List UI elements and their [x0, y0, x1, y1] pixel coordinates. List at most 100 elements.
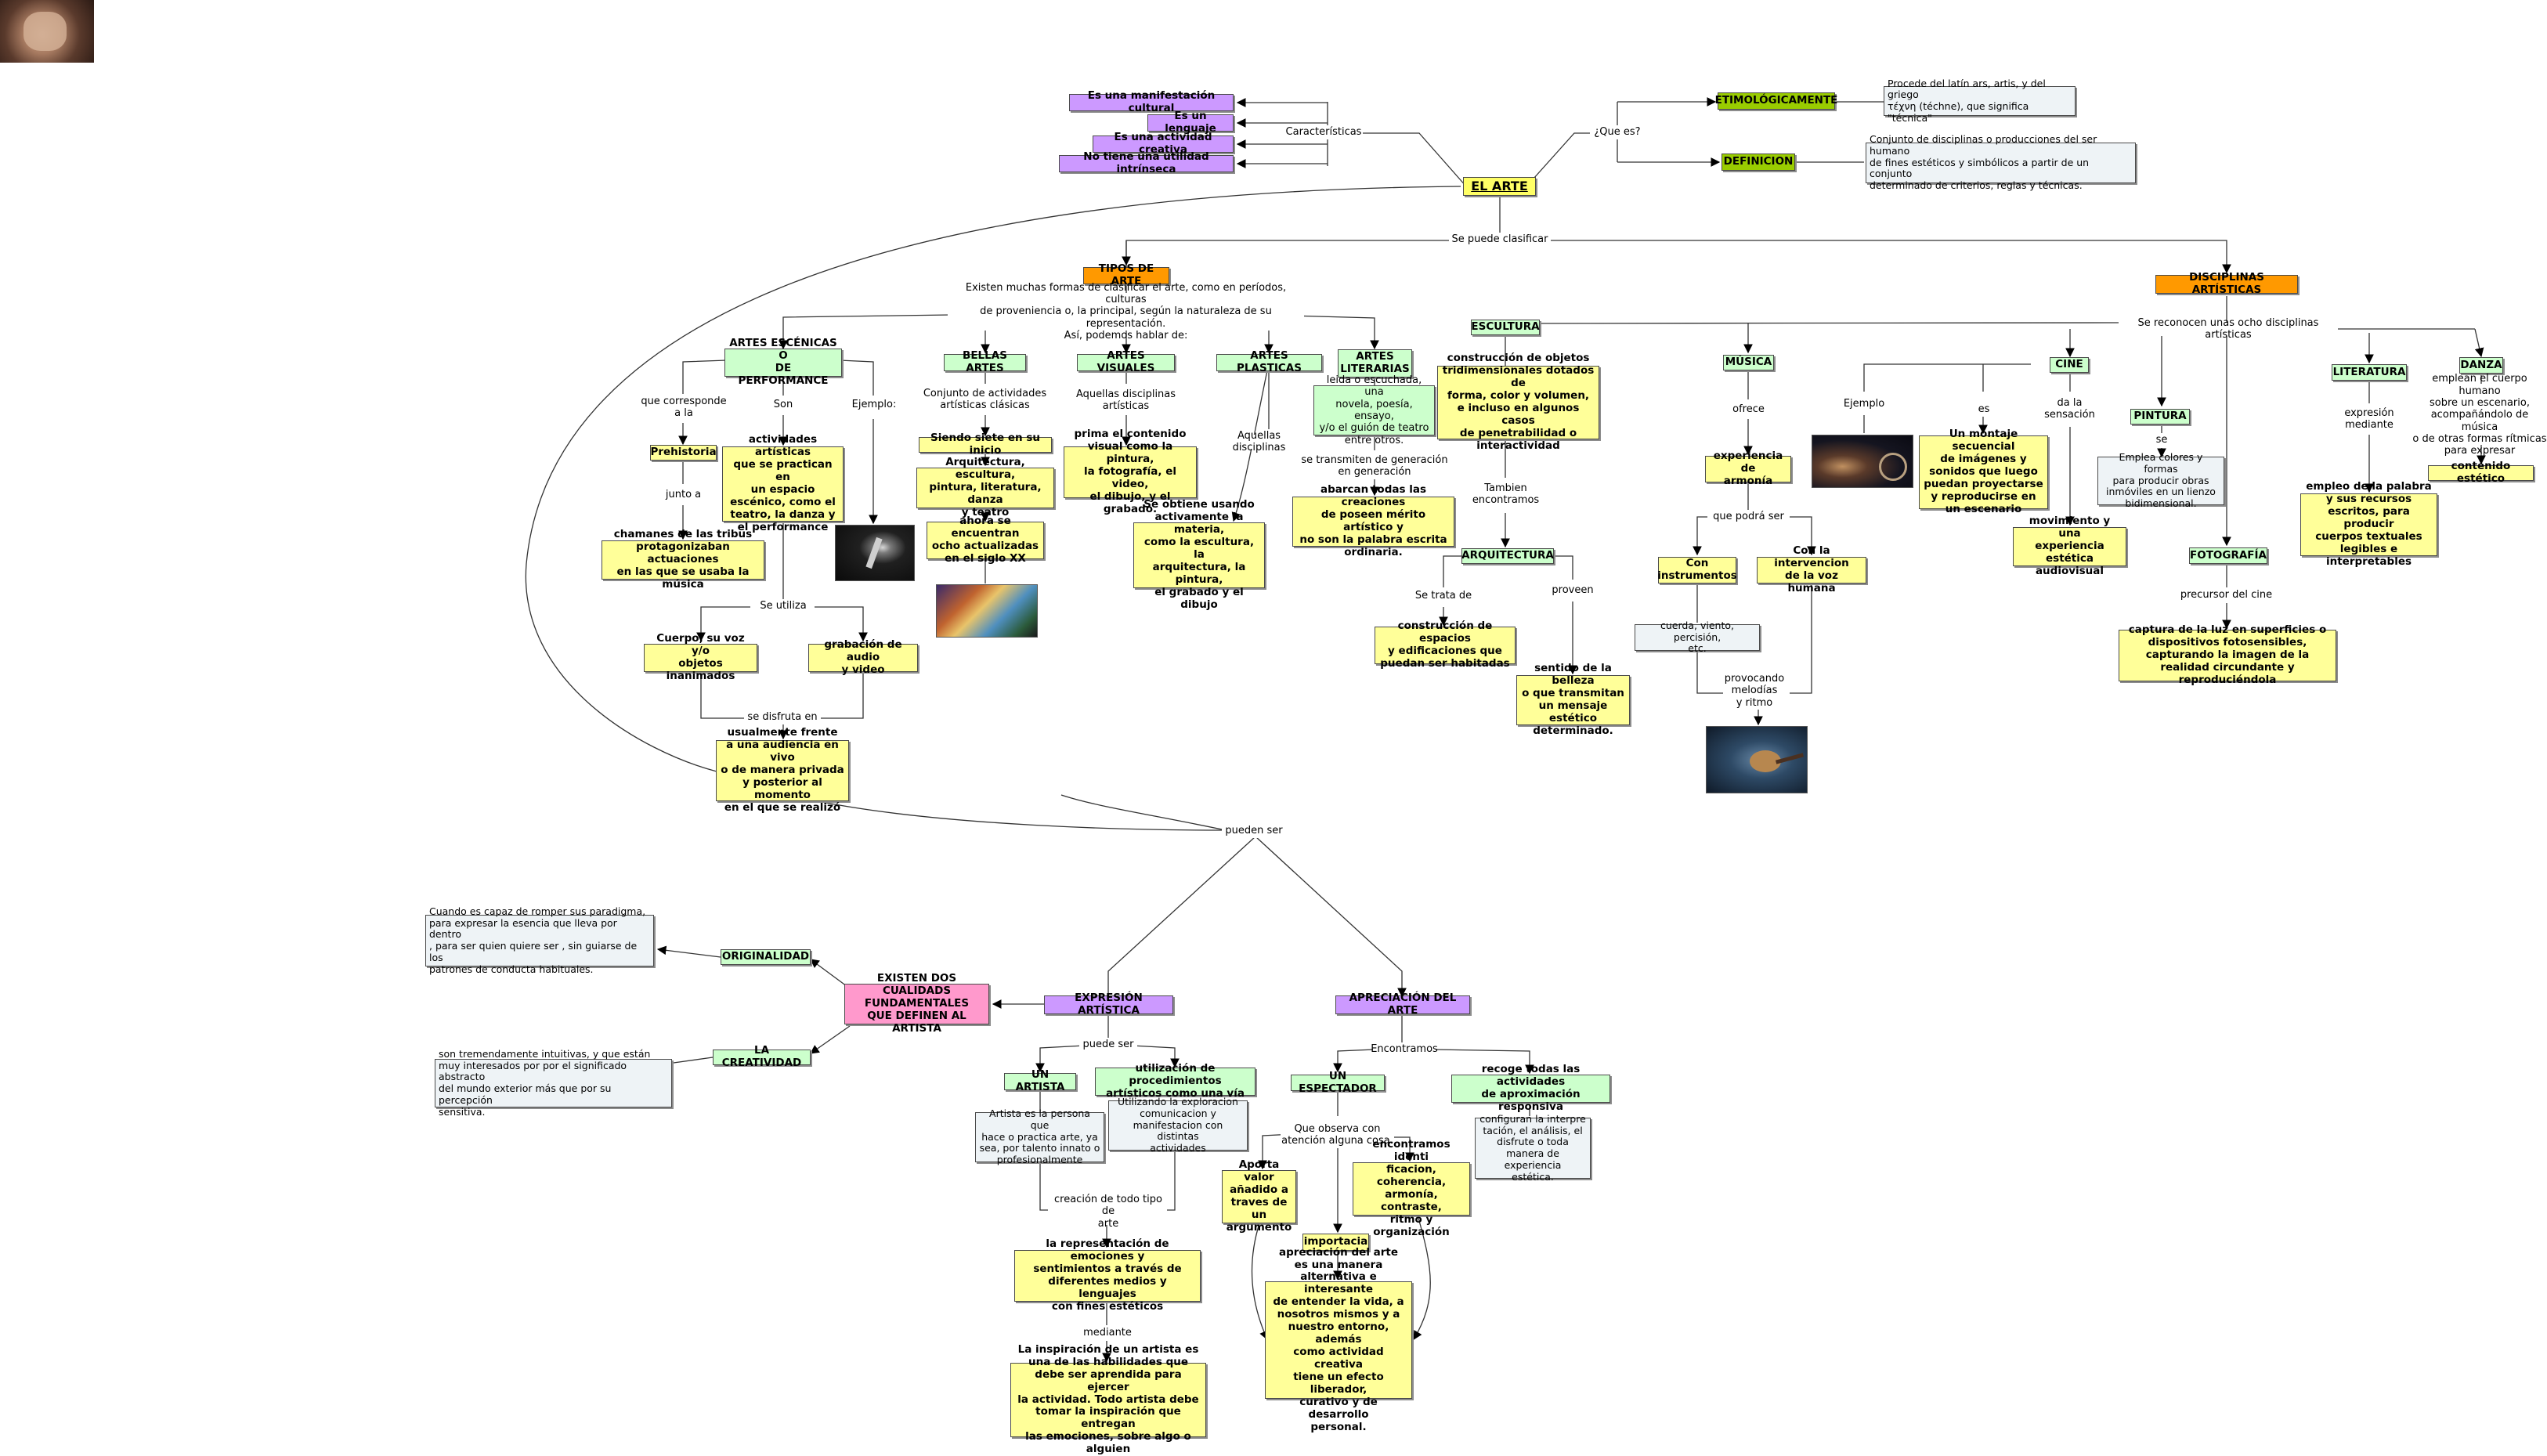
- junto-a-label: junto a: [658, 488, 709, 502]
- caracteristica-4[interactable]: No tiene una utilidad intrínseca: [1059, 150, 1234, 175]
- se-puede-clasificar-label: Se puede clasificar: [1449, 233, 1551, 247]
- tipos-intro: Existen muchas formas de clasificar el a…: [948, 282, 1304, 341]
- fotografia-node[interactable]: FOTOGRAFÍA: [2189, 547, 2267, 564]
- podra-ser-label: que podrá ser: [1707, 510, 1790, 524]
- disciplinas-artisticas-node[interactable]: DISCIPLINAS ARTÍSTICAS: [2155, 271, 2298, 296]
- prehistoria-node[interactable]: Prehistoria: [650, 445, 717, 461]
- da-sensacion-label: da la sensación: [2040, 396, 2099, 422]
- inspiracion-node[interactable]: La inspiración de un artista es una de l…: [1010, 1343, 1206, 1455]
- encontramos-label: Encontramos: [1371, 1042, 1438, 1057]
- expresion-artistica-node[interactable]: EXPRESIÓN ARTÍSTICA: [1044, 992, 1173, 1017]
- musica-node[interactable]: MÚSICA: [1723, 355, 1774, 370]
- que-corresponde-label: que corresponde a la: [641, 394, 727, 421]
- recoge-node[interactable]: recoge todas las actividades de aproxima…: [1451, 1063, 1610, 1113]
- creatividad-node[interactable]: LA CREATIVIDAD: [713, 1044, 811, 1069]
- hands-photo: [0, 0, 94, 63]
- ocho-node[interactable]: ahora se encuentran ocho actualizadas en…: [927, 515, 1044, 565]
- etimologicamente-node[interactable]: ETIMOLÓGICAMENTE: [1715, 92, 1837, 110]
- se-utiliza-label: Se utiliza: [753, 599, 813, 613]
- artes-plasticas-node[interactable]: ARTES PLASTICAS: [1216, 349, 1322, 374]
- ejemplo-label: Ejemplo:: [846, 398, 902, 412]
- pintura-text-node[interactable]: Emplea colores y formas para producir ob…: [2097, 451, 2224, 509]
- caracteristica-2[interactable]: Es un lenguaje: [1147, 110, 1234, 135]
- reconocen-label: Se reconocen unas ocho disciplinas artís…: [2119, 317, 2338, 341]
- caracteristicas-label: Características: [1284, 125, 1363, 139]
- que-es-label: ¿Que es?: [1590, 125, 1645, 139]
- aporta-node[interactable]: Aporta valor añadido a traves de un argu…: [1222, 1158, 1296, 1234]
- apreciacion-final-node[interactable]: apreciación del arte es una manera alter…: [1265, 1246, 1412, 1433]
- configuran-node[interactable]: configuran la interpre tación, el anális…: [1475, 1113, 1591, 1182]
- con-instrumentos-node[interactable]: Con instrumentos: [1657, 557, 1737, 583]
- cine-node[interactable]: CINE: [2050, 357, 2089, 373]
- audiencia-node[interactable]: usualmente frente a una audiencia en viv…: [716, 726, 849, 814]
- ejemplo-cine-label: Ejemplo: [1841, 397, 1888, 411]
- procedimientos-text-node[interactable]: Utilizando la exploracion comunicacion y…: [1108, 1096, 1248, 1154]
- cinema-photo: [1812, 435, 1913, 488]
- grabacion-node[interactable]: grabación de audio y video: [808, 638, 918, 676]
- originalidad-node[interactable]: ORIGINALIDAD: [721, 949, 811, 965]
- conjunto-actividades-label: Conjunto de actividades artísticas clási…: [920, 386, 1050, 413]
- literatura-text-node[interactable]: empleo de la palabra y sus recursos escr…: [2300, 480, 2437, 568]
- creatividad-text[interactable]: son tremendamente intuitivas, y que está…: [435, 1048, 672, 1117]
- artes-visuales-node[interactable]: ARTES VISUALES: [1077, 349, 1175, 374]
- ofrece-label: ofrece: [1727, 403, 1770, 417]
- apreciacion-del-arte-node[interactable]: APRECIACIÓN DEL ARTE: [1335, 992, 1470, 1017]
- provocando-label: provocando melodías y ritmo: [1723, 672, 1786, 710]
- aquellas-disciplinas-visuales-label: Aquellas disciplinas artísticas: [1073, 387, 1179, 414]
- caracteristica-1[interactable]: Es una manifestación cultural: [1069, 89, 1234, 114]
- siete-node[interactable]: Siendo siete en su inicio: [919, 432, 1052, 457]
- con-voz-node[interactable]: Con la intervencion de la voz humana: [1757, 544, 1866, 594]
- actividades-artisticas-node[interactable]: actividades artísticas que se practican …: [722, 433, 844, 533]
- definicion-text[interactable]: Conjunto de disciplinas o producciones d…: [1866, 133, 2136, 191]
- escultura-text-node[interactable]: construcción de objetos tridimensionales…: [1437, 352, 1599, 452]
- contenido-estetico-node[interactable]: contenido estético: [2428, 460, 2534, 485]
- transmiten-label: se transmiten de generación en generació…: [1300, 453, 1449, 479]
- son-label: Son: [768, 398, 799, 412]
- escultura-node[interactable]: ESCULTURA: [1471, 320, 1540, 335]
- artes-literarias-node[interactable]: ARTES LITERARIAS: [1338, 349, 1412, 378]
- fotografia-text-node[interactable]: captura de la luz en superficies o dispo…: [2119, 623, 2336, 686]
- performance-photo: [835, 525, 915, 581]
- visuales-text-node[interactable]: prima el contenido visual como la pintur…: [1064, 428, 1197, 515]
- etimologia-text[interactable]: Procede del latín ars, artis, y del grie…: [1884, 78, 2076, 124]
- leida-node[interactable]: leida o escuchada, una novela, poesía, e…: [1313, 374, 1435, 446]
- arquitectura-text1-node[interactable]: construcción de espacios y edificaciones…: [1375, 620, 1516, 670]
- procedimientos-node[interactable]: utilización de procedimientos artísticos…: [1095, 1062, 1255, 1100]
- un-artista-node[interactable]: UN ARTISTA: [1004, 1068, 1076, 1093]
- bellas-artes-node[interactable]: BELLAS ARTES: [944, 349, 1026, 374]
- cuerda-viento-node[interactable]: cuerda, viento, percisión, etc.: [1635, 620, 1760, 654]
- artista-text-node[interactable]: Artista es la persona que hace o practic…: [975, 1107, 1104, 1165]
- abarcan-node[interactable]: abarcan todas las creaciones de poseen m…: [1292, 483, 1454, 558]
- tipos-de-arte-node[interactable]: TIPOS DE ARTE: [1083, 262, 1169, 287]
- arquitectura-node[interactable]: ARQUITECTURA: [1461, 548, 1554, 564]
- artes-escenicas-node[interactable]: ARTES ESCÉNICAS O DE PERFORMANCE: [724, 337, 842, 387]
- chamanes-node[interactable]: chamanes de las tribus protagonizaban ac…: [602, 528, 764, 591]
- originalidad-text[interactable]: Cuando es capaz de romper sus paradigma,…: [425, 905, 654, 974]
- se-label: se: [2154, 433, 2169, 447]
- cuerpo-voz-node[interactable]: Cuerpo, su voz y/o objetos inanimados: [644, 632, 757, 682]
- creacion-label: creación de todo tipo de arte: [1050, 1194, 1167, 1230]
- importacia-node[interactable]: importacia: [1302, 1234, 1369, 1251]
- movimiento-node[interactable]: movimiento y una experiencia estética au…: [2013, 515, 2126, 577]
- se-trata-de-label: Se trata de: [1410, 589, 1477, 603]
- root-node-el-arte[interactable]: EL ARTE: [1463, 177, 1536, 196]
- experiencia-armonia-node[interactable]: experiencia de armonía: [1705, 450, 1791, 487]
- arquitectura-text2-node[interactable]: sentido de la belleza o que transmitan u…: [1516, 662, 1630, 737]
- literatura-node[interactable]: LITERATURA: [2332, 364, 2407, 381]
- encontramos-identificacion-node[interactable]: encontramos identi ficacion, coherencia,…: [1353, 1138, 1470, 1238]
- definicion-node[interactable]: DEFINICION: [1721, 154, 1795, 171]
- un-espectador-node[interactable]: UN ESPECTADOR: [1291, 1070, 1385, 1094]
- caracteristica-3[interactable]: Es una actividad creativa: [1093, 131, 1234, 156]
- pueden-ser-label: pueden ser: [1222, 824, 1286, 838]
- lista-bellas-node[interactable]: Arquitectura, escultura, pintura, litera…: [916, 456, 1054, 518]
- observa-label: Que observa con atención alguna cosa.: [1281, 1122, 1394, 1148]
- danza-node[interactable]: DANZA: [2459, 357, 2503, 374]
- montaje-node[interactable]: Un montaje secuencial de imágenes y soni…: [1919, 428, 2048, 515]
- pintura-node[interactable]: PINTURA: [2130, 409, 2190, 425]
- representacion-node[interactable]: la representación de emociones y sentimi…: [1014, 1237, 1201, 1313]
- plasticas-text-node[interactable]: Se obtiene usando activamente la materia…: [1133, 498, 1265, 611]
- aquellas-disciplinas-plasticas-label: Aquellas disciplinas: [1210, 430, 1308, 453]
- cualidades-node[interactable]: EXISTEN DOS CUALIDADS FUNDAMENTALES QUE …: [844, 972, 989, 1035]
